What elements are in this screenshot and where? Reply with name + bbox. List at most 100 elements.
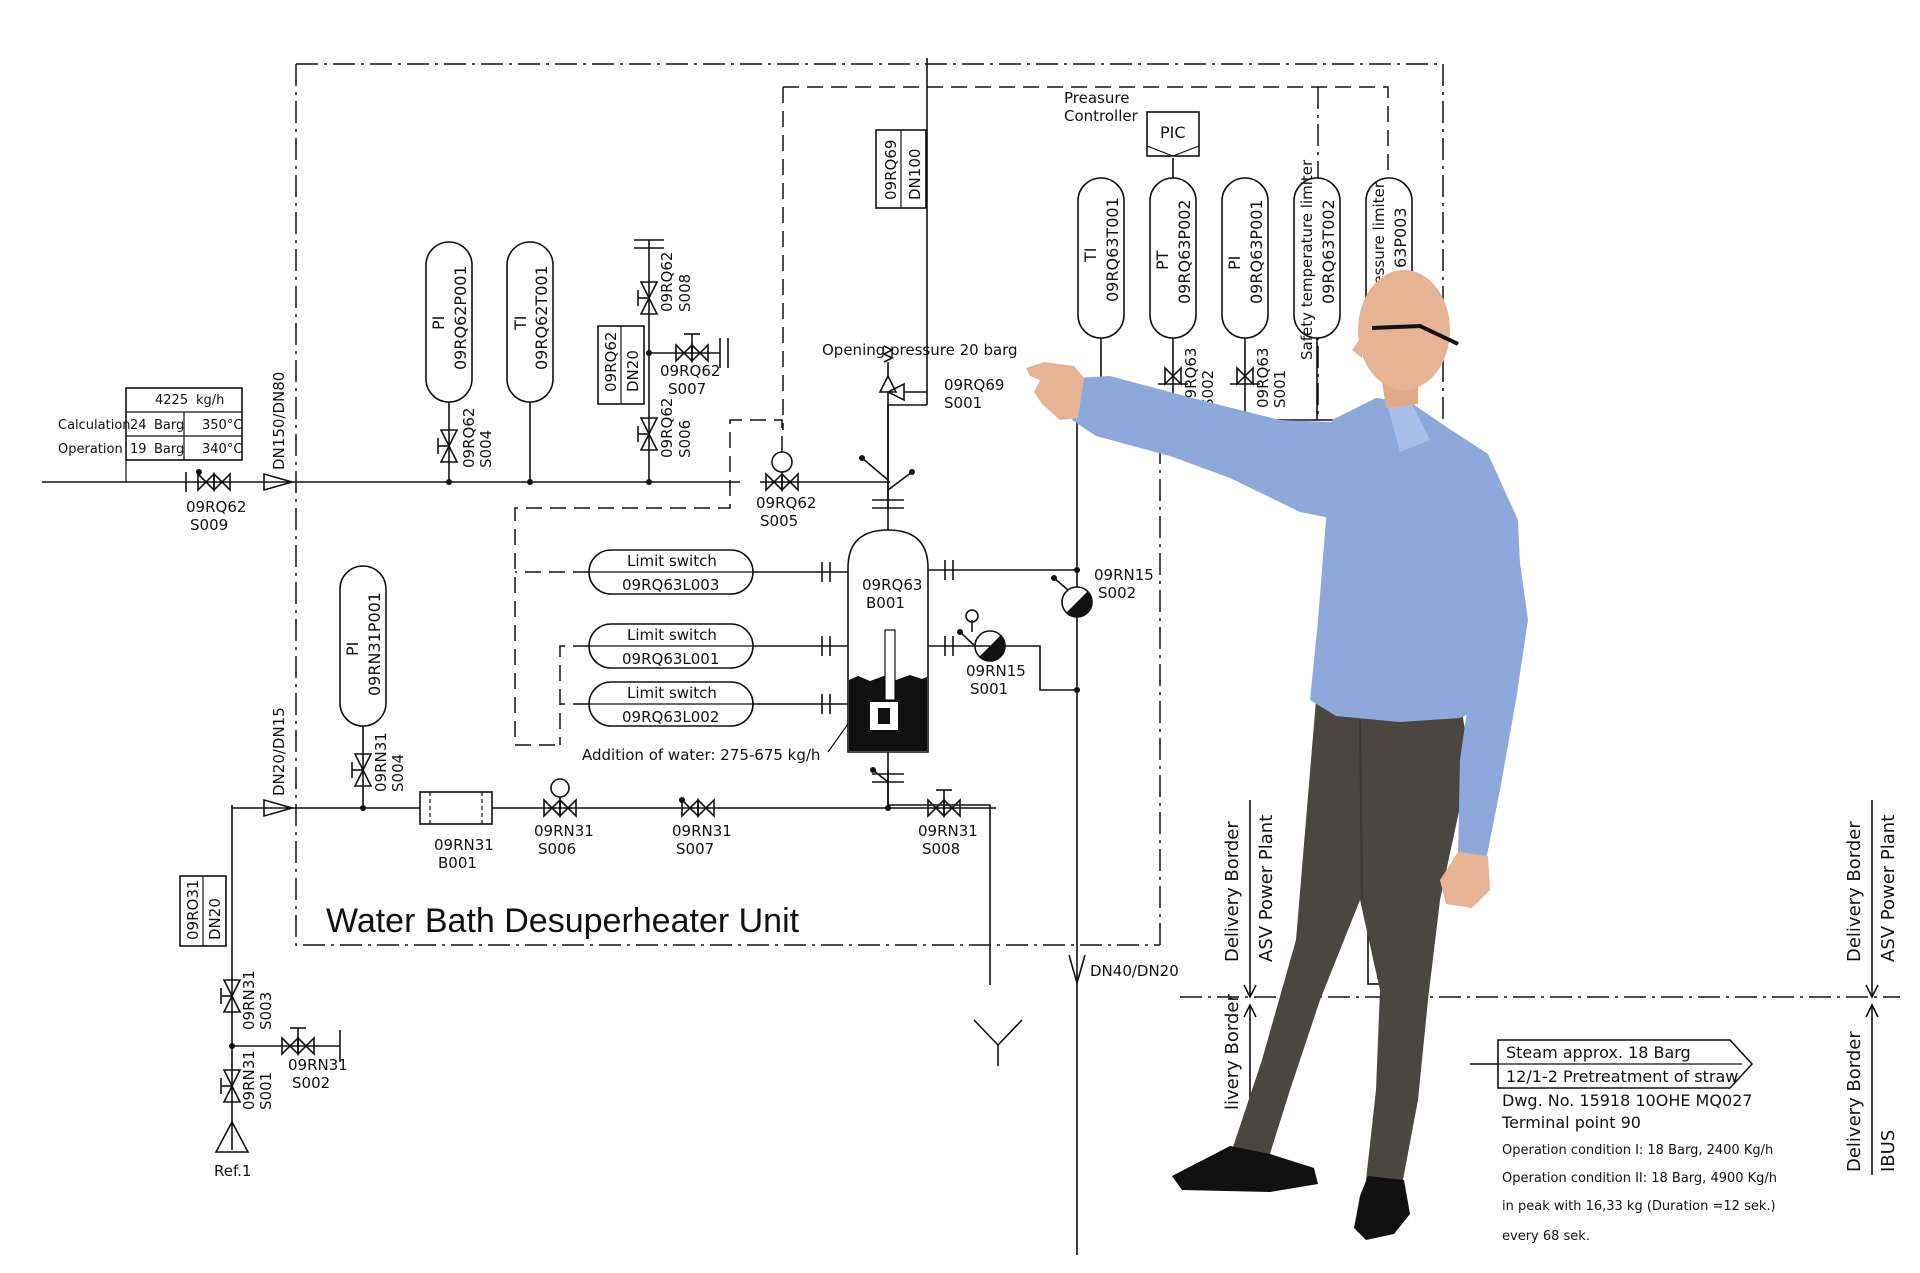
- svg-text:TI: TI: [1081, 248, 1100, 264]
- svg-text:Dwg. No. 15918 10OHE MQ027: Dwg. No. 15918 10OHE MQ027: [1502, 1091, 1752, 1110]
- instrument-ti-rq62t001: TI 09RQ62T001: [506, 241, 554, 485]
- svg-text:S001: S001: [1271, 370, 1289, 408]
- svg-text:09RQ69: 09RQ69: [944, 376, 1004, 394]
- head: [1358, 270, 1450, 390]
- svg-text:63P003: 63P003: [1391, 207, 1410, 268]
- svg-text:09RN31: 09RN31: [288, 1056, 348, 1074]
- addition-water-note: Addition of water: 275-675 kg/h: [582, 746, 820, 764]
- svg-text:ASV Power Plant: ASV Power Plant: [1256, 815, 1277, 962]
- limit-switch-l002: Limit switch 09RQ63L002: [560, 681, 848, 727]
- svg-text:09RQ62: 09RQ62: [658, 398, 676, 458]
- steam-terminal-box: Steam approx. 18 Barg 12/1-2 Pretreatmen…: [1470, 1039, 1777, 1244]
- right-instruments: TI 09RQ63T001 PT 09RQ63P002 09RQ63 S002 …: [1064, 89, 1413, 421]
- svg-text:livery Border: livery Border: [1222, 994, 1243, 1110]
- water-inlet-line: DN20/DN15 09RO31 DN20 09RN31 S003 09RN31…: [179, 565, 1023, 1180]
- op-temp: 340°C: [202, 442, 242, 457]
- calc-pressure-unit: Barg: [154, 418, 184, 433]
- svg-text:09RQ63: 09RQ63: [1254, 348, 1272, 408]
- limit-switch-l001: Limit switch 09RQ63L001: [559, 623, 848, 745]
- svg-text:S006: S006: [538, 840, 576, 858]
- limit-switch-l003: Limit switch 09RQ63L003: [515, 549, 848, 595]
- instrument-pi-rn31p001: PI 09RN31P001 09RN31 S004: [339, 565, 407, 811]
- valve-rn31-s008: 09RN31 S008: [918, 789, 978, 858]
- svg-text:DN20: DN20: [624, 350, 642, 392]
- svg-text:Limit switch: Limit switch: [627, 684, 717, 702]
- svg-text:09RQ63: 09RQ63: [1182, 348, 1200, 408]
- right-hand: [1440, 852, 1490, 908]
- svg-text:PI: PI: [343, 642, 362, 656]
- operating-data-table: 4225 kg/h Calculation 24 Barg 350°C Oper…: [58, 387, 243, 482]
- control-valve-rq62-s005: 09RQ62 S005: [514, 419, 816, 746]
- svg-text:PIC: PIC: [1160, 123, 1186, 142]
- svg-text:S002: S002: [292, 1074, 330, 1092]
- pointing-arm: [1072, 376, 1362, 520]
- svg-text:Delivery Border: Delivery Border: [1844, 1031, 1865, 1172]
- svg-text:09RQ63T001: 09RQ63T001: [1103, 197, 1122, 302]
- svg-text:09RQ63L002: 09RQ63L002: [622, 708, 719, 726]
- valve-code: S009: [190, 516, 228, 534]
- svg-text:PI: PI: [1225, 256, 1244, 270]
- instrument-pi-rq62p001: PI 09RQ62P001 09RQ62 S004: [425, 241, 495, 485]
- right-shoe: [1354, 1176, 1410, 1240]
- unit-title: Water Bath Desuperheater Unit: [326, 902, 800, 940]
- svg-text:S001: S001: [257, 1072, 275, 1110]
- vessel-rq63-b001: 09RQ63 B001: [847, 440, 1080, 811]
- svg-text:S004: S004: [389, 754, 407, 792]
- svg-text:09RN31P001: 09RN31P001: [365, 592, 384, 696]
- svg-text:PI: PI: [429, 316, 448, 330]
- svg-text:S003: S003: [257, 992, 275, 1030]
- svg-text:09RN31: 09RN31: [672, 822, 732, 840]
- instrument-stl-rq63t002: Safety temperature limiter 09RQ63T002: [1293, 159, 1341, 420]
- svg-text:09RQ63T002: 09RQ63T002: [1319, 199, 1338, 304]
- svg-text:in peak with 16,33 kg (Duratio: in peak with 16,33 kg (Duration =12 sek.…: [1502, 1199, 1776, 1214]
- svg-text:09RQ63: 09RQ63: [862, 576, 922, 594]
- svg-text:B001: B001: [866, 594, 905, 612]
- opening-pressure-note: Opening pressure 20 barg: [822, 341, 1018, 359]
- calc-pressure: 24: [130, 418, 147, 433]
- rq62-vent-branch: 09RQ62 S008 09RQ62 S007 09RQ62 S006 09RQ…: [597, 239, 729, 485]
- filter-rn31-b001: 09RN31 B001: [419, 791, 494, 872]
- svg-text:Delivery Border: Delivery Border: [1844, 821, 1865, 962]
- valve-rn31-s007: 09RN31 S007: [672, 797, 732, 858]
- svg-text:S001: S001: [944, 394, 982, 412]
- svg-text:09RQ62P001: 09RQ62P001: [451, 265, 470, 370]
- svg-text:09RN31: 09RN31: [434, 836, 494, 854]
- svg-text:09RQ62: 09RQ62: [756, 494, 816, 512]
- instrument-pi-rq63p001: PI 09RQ63P001 09RQ63 S001: [1221, 177, 1289, 420]
- svg-text:09RQ62: 09RQ62: [660, 362, 720, 380]
- svg-text:DN100: DN100: [906, 149, 924, 200]
- svg-text:PT: PT: [1153, 250, 1172, 270]
- svg-text:TI: TI: [511, 316, 530, 332]
- line-rq69: 09RQ69 DN100 Opening pressure 20 barg 09…: [822, 129, 1018, 440]
- svg-text:09RQ63L003: 09RQ63L003: [622, 576, 719, 594]
- svg-text:09RQ62: 09RQ62: [602, 332, 620, 392]
- svg-text:S002: S002: [1098, 584, 1136, 602]
- instrument-pt-rq63p002: PT 09RQ63P002 09RQ63 S002: [1149, 158, 1217, 420]
- svg-text:09RQ62: 09RQ62: [460, 408, 478, 468]
- limit-switches: Limit switch 09RQ63L003 Limit switch 09R…: [515, 549, 848, 745]
- svg-text:Delivery Border: Delivery Border: [1222, 821, 1243, 962]
- svg-text:09RN31: 09RN31: [240, 1050, 258, 1110]
- left-shoe: [1172, 1146, 1318, 1192]
- op-label: Operation: [58, 442, 123, 457]
- calc-temp: 350°C: [202, 418, 242, 433]
- svg-text:09RQ63P002: 09RQ63P002: [1175, 199, 1194, 304]
- outlet-dn: DN40/DN20: [1090, 962, 1179, 980]
- svg-text:09RO31: 09RO31: [184, 880, 202, 940]
- svg-text:IBUS: IBUS: [1878, 1130, 1899, 1172]
- right-arm: [1458, 470, 1528, 860]
- svg-text:09RQ62: 09RQ62: [658, 252, 676, 312]
- svg-text:S004: S004: [477, 430, 495, 468]
- pointing-hand: [1026, 362, 1084, 420]
- svg-text:09RN31: 09RN31: [372, 732, 390, 792]
- svg-text:S006: S006: [676, 420, 694, 458]
- svg-text:12/1-2 Pretreatment of straw: 12/1-2 Pretreatment of straw: [1506, 1067, 1738, 1086]
- main-steam-line: [42, 58, 991, 985]
- svg-text:S001: S001: [970, 680, 1008, 698]
- svg-text:Limit switch: Limit switch: [627, 552, 717, 570]
- svg-text:09RQ63L001: 09RQ63L001: [622, 650, 719, 668]
- svg-text:pressure limiter: pressure limiter: [1370, 181, 1388, 300]
- op-pressure-unit: Barg: [154, 442, 184, 457]
- svg-text:Operation condition I: 18 Bar: Operation condition I: 18 Barg, 2400 Kg/…: [1502, 1143, 1773, 1158]
